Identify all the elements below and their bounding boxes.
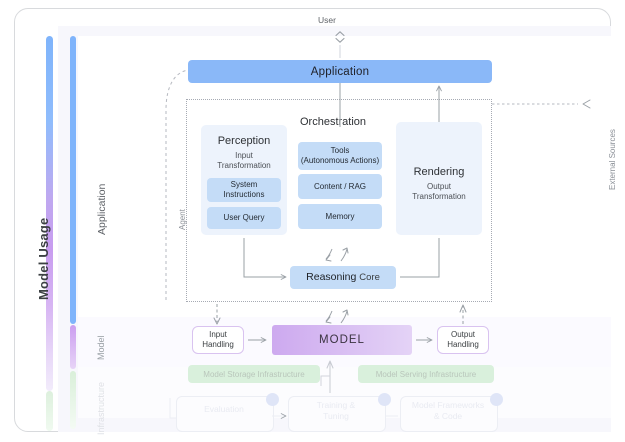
model-usage-gradient-bar-tail (46, 391, 53, 431)
infrastructure-label-frameworks: Model Frameworks & Code (411, 400, 485, 422)
axis-label-model-usage: Model Usage (36, 217, 51, 300)
layer-label-model: Model (96, 335, 106, 360)
orchestration-title: Orchestration (300, 116, 367, 128)
model-serving-infrastructure-box[interactable]: Model Serving Infrastructure (358, 365, 494, 383)
infrastructure-box-frameworks[interactable] (400, 396, 498, 432)
user-label: User (318, 15, 336, 25)
chevron-up-down-icon (335, 31, 345, 43)
output-handling-box[interactable]: Output Handling (437, 326, 489, 354)
rendering-panel (396, 122, 482, 235)
chip-user-query[interactable]: User Query (207, 207, 281, 229)
infrastructure-connector-dot-1 (266, 393, 279, 406)
reasoning-core-box[interactable]: Reasoning Core (290, 266, 396, 289)
rendering-title: Rendering (413, 166, 465, 178)
infrastructure-connector-dot-2 (378, 393, 391, 406)
reasoning-core-light: Core (359, 271, 380, 283)
chip-tools[interactable]: Tools (Autonomous Actions) (298, 142, 382, 170)
chip-memory[interactable]: Memory (298, 204, 382, 229)
infrastructure-connector-dot-3 (490, 393, 503, 406)
layer-bar-infrastructure (70, 371, 76, 429)
layer-bar-model (70, 325, 76, 369)
chip-system-instructions[interactable]: System Instructions (207, 178, 281, 202)
layer-label-infrastructure: Infrastructure (96, 381, 106, 435)
model-usage-gradient-bar (46, 36, 53, 391)
application-bar[interactable]: Application (188, 60, 492, 83)
perception-title: Perception (217, 135, 271, 147)
infrastructure-label-training: Training & Tuning (316, 400, 356, 422)
perception-subtitle: Input Transformation (217, 151, 271, 170)
external-sources-label: External Sources (608, 129, 617, 190)
layer-label-application: Application (96, 183, 108, 235)
infrastructure-box-evaluation[interactable] (176, 396, 274, 432)
layer-bar-application (70, 36, 76, 324)
model-box[interactable]: MODEL (272, 325, 412, 355)
reasoning-core-strong: Reasoning (306, 270, 357, 283)
infrastructure-box-training[interactable] (288, 396, 386, 432)
model-storage-infrastructure-box[interactable]: Model Storage Infrastructure (188, 365, 320, 383)
infrastructure-label-evaluation: Evaluation (204, 404, 244, 414)
chip-content-rag[interactable]: Content / RAG (298, 174, 382, 199)
rendering-subtitle: Output Transformation (412, 182, 466, 201)
input-handling-box[interactable]: Input Handling (192, 326, 244, 354)
